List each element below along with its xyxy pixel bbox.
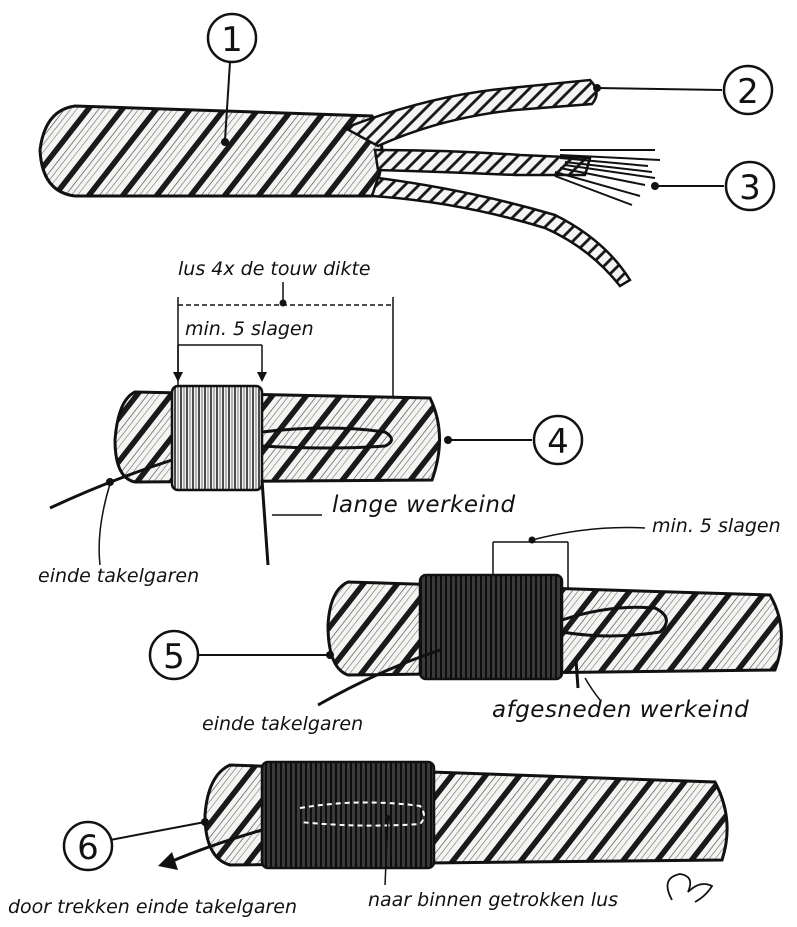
label-pull-twine-end: door trekken einde takelgaren bbox=[8, 896, 297, 918]
marker-6: 6 bbox=[77, 828, 99, 868]
strand-middle bbox=[375, 150, 590, 175]
frayed-fibers bbox=[555, 150, 660, 205]
marker-1: 1 bbox=[221, 20, 243, 60]
figure-step-5: min. 5 slagen afgesneden werkeind einde … bbox=[150, 515, 781, 735]
label-min-turns-b: min. 5 slagen bbox=[652, 515, 781, 537]
label-twine-end-a: einde takelgaren bbox=[38, 565, 199, 587]
label-min-turns-a: min. 5 slagen bbox=[185, 318, 314, 340]
strand-lower bbox=[372, 178, 630, 286]
label-twine-end-b: einde takelgaren bbox=[202, 713, 363, 735]
label-loop-pulled-in: naar binnen getrokken lus bbox=[368, 889, 618, 911]
whipping-turns-4 bbox=[172, 386, 262, 490]
marker-5: 5 bbox=[163, 637, 185, 677]
label-long-working-end: lange werkeind bbox=[332, 492, 516, 518]
rope-body-1 bbox=[40, 106, 382, 196]
label-loop-size: lus 4x de touw dikte bbox=[178, 258, 371, 280]
marker-4: 4 bbox=[547, 422, 569, 462]
whipping-turns-5 bbox=[420, 575, 562, 679]
figure-unlaid-rope: 1 2 3 bbox=[40, 14, 774, 286]
strand-upper bbox=[345, 80, 597, 146]
marker-2: 2 bbox=[737, 72, 759, 112]
figure-step-4: lus 4x de touw dikte min. 5 slagen lange… bbox=[38, 258, 582, 587]
marker-3: 3 bbox=[739, 168, 761, 208]
figure-step-6: 6 door trekken einde takelgaren naar bin… bbox=[8, 762, 727, 918]
artist-signature bbox=[668, 874, 713, 902]
whipping-turns-6 bbox=[262, 762, 434, 868]
label-cut-working-end: afgesneden werkeind bbox=[492, 697, 749, 723]
